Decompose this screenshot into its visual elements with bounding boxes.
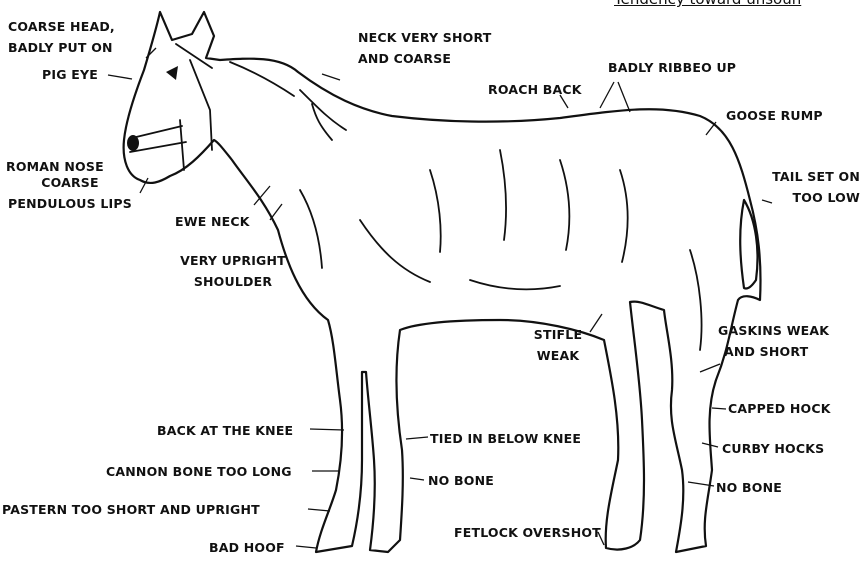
label-roach-back: ROACH BACK xyxy=(488,79,582,100)
label-pastern: PASTERN TOO SHORT AND UPRIGHT xyxy=(2,499,260,520)
label-pig-eye: PIG EYE xyxy=(42,64,98,85)
label-capped-hock: CAPPED HOCK xyxy=(728,398,831,419)
tail xyxy=(740,200,757,289)
label-tail-set: TAIL SET ON TOO LOW xyxy=(764,166,860,208)
label-cannon-bone: CANNON BONE TOO LONG xyxy=(106,461,292,482)
label-stifle-weak: STIFLE WEAK xyxy=(524,324,592,366)
label-coarse-lips: COARSE PENDULOUS LIPS xyxy=(4,172,136,214)
nostril-mark xyxy=(127,135,139,151)
label-curby-hocks: CURBY HOCKS xyxy=(722,438,824,459)
label-no-bone-front: NO BONE xyxy=(428,470,494,491)
label-goose-rump: GOOSE RUMP xyxy=(726,105,823,126)
label-neck-short: NECK VERY SHORT AND COARSE xyxy=(358,27,491,69)
label-fetlock: FETLOCK OVERSHOT xyxy=(454,522,601,543)
label-upright-shoulder: VERY UPRIGHT SHOULDER xyxy=(170,250,296,292)
label-back-at-knee: BACK AT THE KNEE xyxy=(157,420,293,441)
label-gaskins: GASKINS WEAK AND SHORT xyxy=(718,320,829,362)
label-bad-hoof: BAD HOOF xyxy=(209,537,285,558)
label-no-bone-rear: NO BONE xyxy=(716,477,782,498)
label-ewe-neck: EWE NECK xyxy=(175,211,250,232)
label-badly-ribbed: BADLY RIBBEO UP xyxy=(608,57,736,78)
label-coarse-head: COARSE HEAD, BADLY PUT ON xyxy=(8,16,115,58)
label-tied-in: TIED IN BELOW KNEE xyxy=(430,428,581,449)
